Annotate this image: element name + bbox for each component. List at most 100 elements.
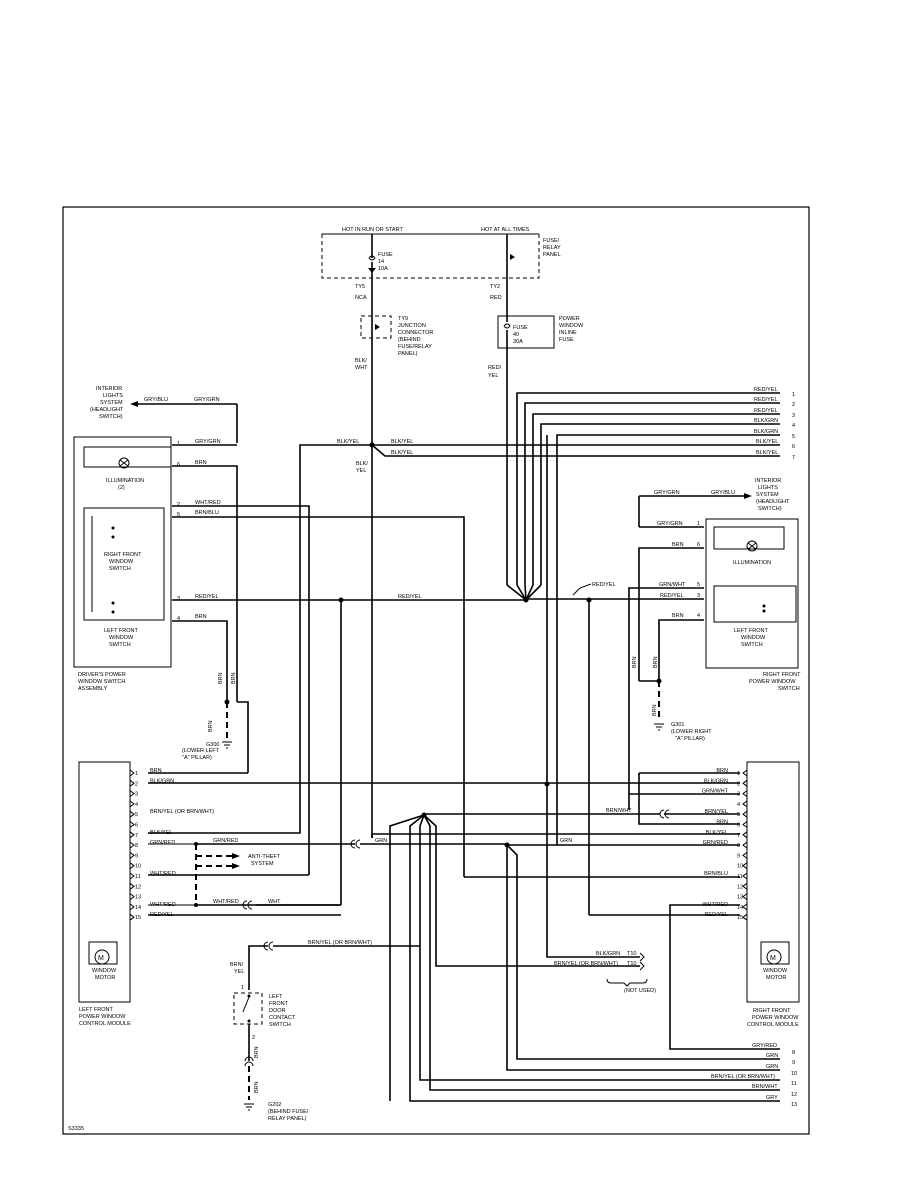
- rm-pin: 15: [737, 915, 743, 921]
- rf-assembly-3: SWITCH: [778, 686, 800, 692]
- lm-wire-label: WHT/RED: [150, 871, 176, 877]
- lm-pin-marker: [129, 841, 135, 849]
- lm-pin-marker: [129, 862, 135, 870]
- door-wire-top: BRN/YEL (OR BRN/WHT): [308, 940, 372, 946]
- rm-wire-label: BRN: [716, 768, 728, 774]
- inline-fuse-wire-1: RED/: [488, 365, 502, 371]
- t10-wire-2: BRN/YEL (OR BRN/WHT): [554, 961, 618, 967]
- drv-wire-5: BRN/BLU: [195, 510, 219, 516]
- drivers-power-window-switch-assembly: ILLUMINATION (2) RIGHT FRONT WINDOW SWIT…: [73, 436, 221, 692]
- lm-pin: 10: [135, 864, 141, 870]
- left-front-door-contact-switch: BRN/YEL (OR BRN/WHT) BRN/ YEL 1 2 LEFT F…: [230, 940, 420, 1122]
- g301-label-1: G301: [671, 722, 684, 728]
- rm-pin-marker: [742, 831, 748, 839]
- door-wire-out-2: BRN: [254, 1081, 260, 1093]
- power-window-inline-fuse: FUSE 40 30A POWER WINDOW INLINE FUSE RED…: [488, 290, 584, 379]
- int-lights-right-wire-a: GRY/GRN: [654, 490, 680, 496]
- fuse40-label-3: 30A: [513, 339, 523, 345]
- rm-pin: 13: [737, 895, 743, 901]
- bus-wire-7: BLK/YEL: [756, 450, 778, 456]
- rm-pin: 10: [737, 864, 743, 870]
- drv-left-switch-3: SWITCH: [109, 642, 131, 648]
- drv-wire-1: GRY/GRN: [195, 439, 221, 445]
- int-lights-right-wire-b: GRY/BLU: [711, 490, 735, 496]
- rm-wire-label: BRN: [716, 820, 728, 826]
- bottom-ref-13: 13: [791, 1102, 797, 1108]
- bottom-ref-10: 10: [791, 1071, 797, 1077]
- drv-illumination-2: (2): [118, 485, 125, 491]
- drv-pin-6: 6: [177, 462, 180, 468]
- lm-pin-marker: [129, 893, 135, 900]
- hot-all-times-label: HOT AT ALL TIMES: [481, 227, 530, 233]
- lm-pin-marker: [129, 831, 135, 839]
- drv-wire-4: BRN: [195, 614, 207, 620]
- rf-wire-6: BRN: [672, 542, 684, 548]
- blk-yel-branch-1: BLK/: [356, 461, 368, 467]
- inline-fuse-label-3: INLINE: [559, 330, 577, 336]
- bottom-wire-12: BRN/WHT: [752, 1084, 778, 1090]
- lm-pin-marker: [129, 810, 135, 818]
- rm-pin: 2: [737, 781, 740, 787]
- rf-assembly-1: RIGHT FRONT: [763, 672, 801, 678]
- rf-pin-3: 3: [697, 593, 700, 599]
- rf-pin-1: 1: [697, 521, 700, 527]
- door-label-2: FRONT: [269, 1001, 289, 1007]
- int-lights-right-5: SWITCH): [758, 506, 782, 512]
- fuse40-label-1: FUSE: [513, 325, 528, 331]
- lm-grn-red-ext: GRN/RED: [213, 838, 238, 844]
- rm-pin-marker: [742, 821, 748, 828]
- rm-pin: 14: [737, 905, 743, 911]
- ty9-label-4: FUSE/RELAY: [398, 344, 432, 350]
- anti-theft-1: ANTI-THEFT: [248, 854, 281, 860]
- lm-pin: 14: [135, 905, 141, 911]
- door-wire-in-2: YEL: [234, 969, 244, 975]
- rm-label-1: RIGHT FRONT: [753, 1008, 791, 1014]
- lm-wire-label: BRN/YEL (OR BRN/WHT): [150, 809, 214, 815]
- rm-pin-marker: [742, 769, 748, 777]
- rm-pin-marker: [742, 841, 748, 849]
- lm-pin: 5: [135, 812, 138, 818]
- g202-label-2: (BEHIND FUSE/: [268, 1109, 309, 1115]
- lm-pin: 12: [135, 884, 141, 890]
- drv-right-switch-2: WINDOW: [109, 559, 134, 565]
- rm-pin-marker: [742, 913, 748, 921]
- rm-pin: 12: [737, 884, 743, 890]
- drv-illumination-1: ILLUMINATION: [106, 478, 144, 484]
- bus-ref-7: 7: [792, 455, 795, 461]
- inline-fuse-wire-2: YEL: [488, 373, 498, 379]
- lm-wire-label: BLK/GRN: [150, 778, 174, 784]
- drv-pin-2: 2: [177, 502, 180, 508]
- left-front-power-window-control-module: M WINDOW MOTOR LEFT FRONT POWER WINDOW C…: [78, 761, 214, 1027]
- rf-switch-2: WINDOW: [741, 635, 766, 641]
- fuse40-label-2: 40: [513, 332, 519, 338]
- lm-pin-marker: [129, 903, 135, 911]
- lm-pin-marker: [129, 790, 135, 797]
- g300-label-2: (LOWER LEFT: [182, 748, 220, 754]
- rf-wire-5: GRN/WHT: [659, 582, 686, 588]
- drv-left-switch-2: WINDOW: [109, 635, 134, 641]
- red-yel-branch-label: RED/YEL: [592, 582, 616, 588]
- g301-label-2: (LOWER RIGHT: [671, 729, 712, 735]
- lm-pin: 6: [135, 823, 138, 829]
- rf-pin-5: 5: [697, 582, 700, 588]
- door-wire-out-1: BRN: [254, 1046, 260, 1058]
- lm-label-2: POWER WINDOW: [79, 1014, 126, 1020]
- junction-connector-ty9: TY9 JUNCTION CONNECTOR (BEHIND FUSE/RELA…: [355, 315, 433, 371]
- lm-pin-marker: [129, 821, 135, 828]
- rf-illumination: ILLUMINATION: [733, 560, 771, 566]
- lm-pin: 3: [135, 792, 138, 798]
- int-lights-left-5: SWITCH): [99, 414, 123, 420]
- right-wire-bus: RED/YEL RED/YEL RED/YEL BLK/GRN BLK/GRN …: [371, 387, 795, 845]
- g300-wire-3: BRN: [208, 720, 214, 732]
- inline-fuse-label-2: WINDOW: [559, 323, 584, 329]
- g301-wire-2: BRN: [653, 656, 659, 668]
- ty9-label-3: (BEHIND: [398, 337, 421, 343]
- lm-grn-ext: GRN: [375, 838, 387, 844]
- bus-ref-2: 2: [792, 402, 795, 408]
- rm-brn-wht-ext: BRN/WHT: [606, 808, 632, 814]
- rm-pin-marker: [742, 893, 748, 900]
- bus-ref-1: 1: [792, 392, 795, 398]
- rm-grn-ext: GRN: [560, 838, 572, 844]
- door-label-4: CONTACT: [269, 1015, 296, 1021]
- lm-pin: 1: [135, 771, 138, 777]
